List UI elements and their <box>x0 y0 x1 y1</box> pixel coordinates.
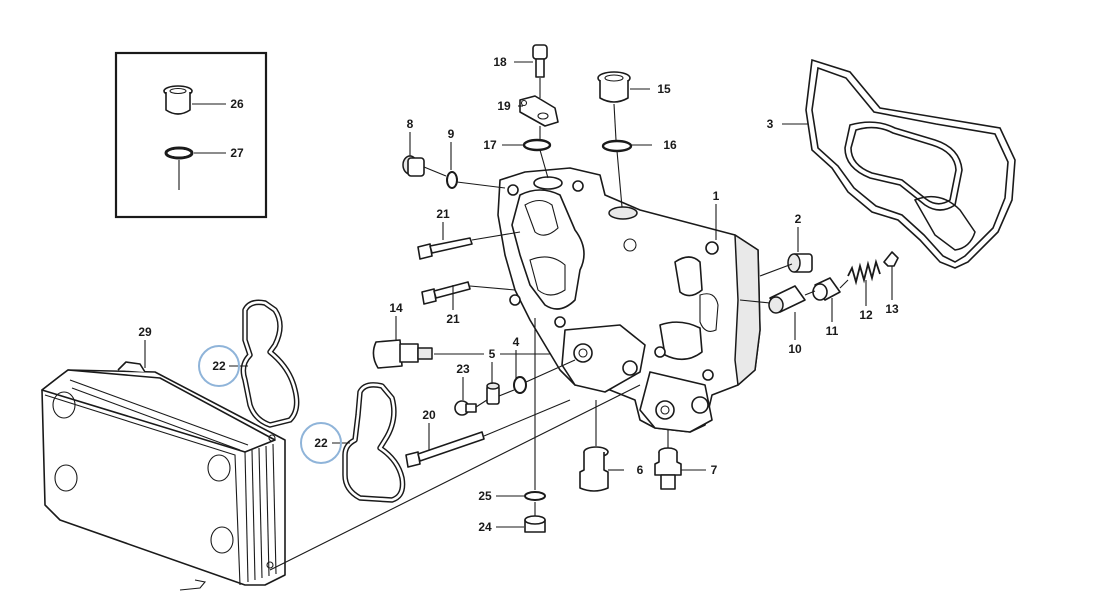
callout-20: 20 <box>422 408 436 422</box>
part-18-bolt <box>532 44 548 78</box>
callout-1: 1 <box>713 189 720 203</box>
callout-3: 3 <box>767 117 774 131</box>
part-13-clip <box>883 251 899 267</box>
callout-16: 16 <box>663 138 677 152</box>
highlight-ring-22-lower <box>300 422 342 464</box>
callout-9: 9 <box>448 127 455 141</box>
part-23-bolt <box>454 400 477 416</box>
callout-5: 5 <box>489 347 496 361</box>
callout-27: 27 <box>230 146 244 160</box>
callout-19: 19 <box>497 99 511 113</box>
part-17-o-ring <box>522 138 552 152</box>
callout-12: 12 <box>859 308 873 322</box>
part-27-o-ring <box>164 146 194 190</box>
part-9-o-ring <box>446 171 458 189</box>
callout-8: 8 <box>407 117 414 131</box>
callout-22-upper: 22 <box>212 359 226 373</box>
part-4-fitting <box>486 382 500 405</box>
callout-25: 25 <box>478 489 492 503</box>
callout-21-upper: 21 <box>436 207 450 221</box>
callout-4: 4 <box>513 335 520 349</box>
part-10-valve <box>768 285 806 314</box>
callout-22-lower: 22 <box>314 436 328 450</box>
part-22-gasket-lower <box>342 382 406 503</box>
part-8-plug <box>402 155 425 177</box>
part-21-bolt-upper <box>417 237 473 260</box>
part-24-bolt <box>524 515 546 533</box>
part-25-o-ring <box>524 491 546 501</box>
callout-labels: 1 2 3 4 5 6 7 8 9 10 11 12 13 14 15 16 1… <box>138 55 899 534</box>
callout-29: 29 <box>138 325 152 339</box>
callout-21-lower: 21 <box>446 312 460 326</box>
inset-detail-box <box>114 51 268 219</box>
part-5-o-ring <box>513 376 527 394</box>
callout-14: 14 <box>389 301 403 315</box>
part-3-gasket <box>805 58 1016 269</box>
part-11-piston <box>812 277 841 301</box>
leader-lines <box>144 61 893 591</box>
part-7-fitting <box>654 447 682 490</box>
part-15-bushing <box>597 71 631 103</box>
part-1-housing <box>497 167 761 433</box>
part-20-bolt <box>405 431 485 468</box>
part-22-gasket-upper <box>240 299 300 428</box>
part-26-bushing <box>163 85 193 115</box>
callout-15: 15 <box>657 82 671 96</box>
part-2-plug <box>787 253 813 273</box>
callout-11: 11 <box>826 324 839 338</box>
part-21-bolt-lower <box>421 281 471 305</box>
callout-7: 7 <box>711 463 718 477</box>
callout-24: 24 <box>478 520 492 534</box>
part-16-o-ring <box>601 139 633 153</box>
part-12-spring <box>847 258 881 286</box>
callout-26: 26 <box>230 97 244 111</box>
part-14-sensor <box>372 339 433 369</box>
callout-23: 23 <box>456 362 470 376</box>
callout-10: 10 <box>788 342 802 356</box>
part-6-plug <box>579 446 609 492</box>
callout-18: 18 <box>493 55 507 69</box>
callout-17: 17 <box>483 138 497 152</box>
callout-2: 2 <box>795 212 802 226</box>
callout-6: 6 <box>637 463 644 477</box>
highlight-ring-22-upper <box>198 345 240 387</box>
part-29-oil-cooler <box>41 361 286 586</box>
part-19-bracket <box>519 95 559 127</box>
callout-13: 13 <box>885 302 899 316</box>
